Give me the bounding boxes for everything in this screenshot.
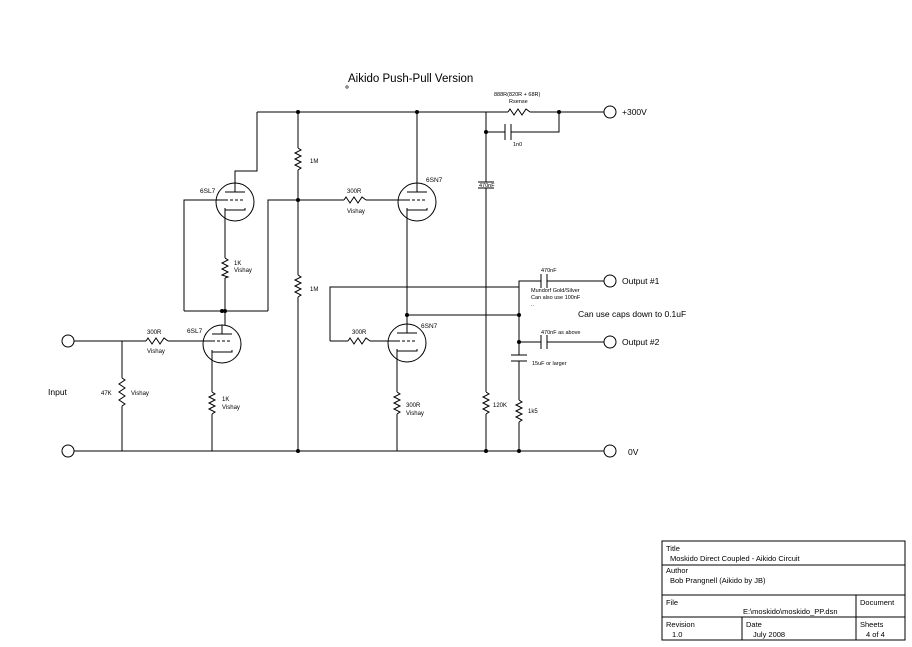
capacitor-output1-value: 470nF xyxy=(541,268,557,274)
resistor-input-shunt xyxy=(118,377,126,407)
resistor-cathode-lower-type: Vishay xyxy=(222,405,240,411)
resistor-cathode-upper-value: 1K xyxy=(234,261,241,267)
resistor-out xyxy=(514,399,524,423)
output-wiring xyxy=(517,280,604,453)
tb-file-value: E:\moskido\moskido_PP.dsn xyxy=(743,607,838,616)
capacitor-output1-note3: .. xyxy=(531,302,535,308)
schematic-title: Aikido Push-Pull Version xyxy=(348,73,473,85)
resistor-sense xyxy=(507,108,531,116)
resistor-grid-upper xyxy=(343,196,367,204)
supply-terminal[interactable] xyxy=(603,105,617,119)
ground-label: 0V xyxy=(628,447,639,457)
capacitor-output2-value: 470nF as above xyxy=(541,330,580,336)
caps-note: Can use caps down to 0.1uF xyxy=(578,309,686,319)
title-marker-icon xyxy=(345,85,349,89)
tb-title-value: Moskido Direct Coupled - Aikido Circuit xyxy=(670,554,801,563)
input-ground-terminal[interactable] xyxy=(61,444,75,458)
capacitor-bypass xyxy=(504,124,512,140)
divider-wiring xyxy=(296,110,300,453)
capacitor-supply xyxy=(478,181,494,189)
capacitor-push-pull-value: 15uF or larger xyxy=(532,361,567,367)
tb-document-label: Document xyxy=(860,598,895,607)
v2-cathode-wiring xyxy=(183,199,300,325)
resistor-input-shunt-type: Vishay xyxy=(131,391,149,397)
title-block xyxy=(661,540,906,641)
tube-v3-label: 6SN7 xyxy=(426,177,443,184)
tb-revision-label: Revision xyxy=(666,620,695,629)
tube-v2-label: 6SL7 xyxy=(200,188,216,195)
tb-date-value: July 2008 xyxy=(753,630,785,639)
ground-terminal[interactable] xyxy=(603,444,617,458)
tb-author-value: Bob Prangnell (Aikido by JB) xyxy=(670,576,766,585)
capacitor-output1 xyxy=(540,274,548,288)
supply-label: +300V xyxy=(622,107,647,117)
capacitor-output1-note2: Can also use 100nF xyxy=(531,295,581,301)
tube-v1 xyxy=(202,324,242,364)
resistor-cathode-out-type: Vishay xyxy=(406,411,424,417)
resistor-divider-top-value: 1M xyxy=(310,159,318,165)
tb-revision-value: 1.0 xyxy=(672,630,682,639)
resistor-grid-upper-value: 300R xyxy=(347,189,362,195)
tb-sheets-label: Sheets xyxy=(860,620,884,629)
resistor-divider-bottom-value: 1M xyxy=(310,287,318,293)
resistor-cathode-out xyxy=(392,391,402,415)
input-label: Input xyxy=(48,387,68,397)
resistor-cathode-upper-type: Vishay xyxy=(234,268,252,274)
resistor-grid-input-type: Vishay xyxy=(147,349,165,355)
resistor-grid-input-value: 300R xyxy=(147,330,162,336)
capacitor-output1-note1: Mundorf Gold/Silver xyxy=(531,288,580,294)
resistor-grid-lower xyxy=(347,337,371,345)
resistor-bleed xyxy=(481,391,491,415)
supply-rail xyxy=(257,111,604,140)
capacitor-push-pull xyxy=(511,354,527,362)
tb-file-label: File xyxy=(666,598,678,607)
input-wiring xyxy=(74,340,205,451)
resistor-input-shunt-value: 47K xyxy=(101,391,112,397)
supply-cap-wiring xyxy=(484,140,488,453)
resistor-cathode-out-value: 300R xyxy=(406,403,421,409)
output2-label: Output #2 xyxy=(622,337,660,347)
tb-date-label: Date xyxy=(746,620,762,629)
capacitor-bypass-value: 1n0 xyxy=(513,142,522,148)
resistor-cathode-upper xyxy=(220,257,230,279)
output1-terminal[interactable] xyxy=(603,274,617,288)
resistor-bleed-value: 120K xyxy=(493,403,507,409)
tb-author-label: Author xyxy=(666,566,689,575)
tube-v1-label: 6SL7 xyxy=(187,328,203,335)
capacitor-supply-value: 470nF xyxy=(479,183,495,189)
output1-label: Output #1 xyxy=(622,276,660,286)
v2-plate-wiring xyxy=(234,112,258,192)
resistor-cathode-lower-value: 1K xyxy=(222,397,229,403)
tube-v4-label: 6SN7 xyxy=(421,323,438,330)
rsense-wiring xyxy=(484,110,561,134)
output2-terminal[interactable] xyxy=(603,335,617,349)
resistor-grid-lower-value: 300R xyxy=(352,330,367,336)
v4-wiring xyxy=(329,286,519,451)
input-terminal[interactable] xyxy=(61,334,75,348)
tb-sheets-value: 4 of 4 xyxy=(866,630,885,639)
resistor-out-value: 1k5 xyxy=(528,409,538,415)
resistor-divider-bottom xyxy=(293,274,303,298)
resistor-sense-label: Rsense xyxy=(509,99,528,105)
resistor-grid-upper-type: Vishay xyxy=(347,209,365,215)
capacitor-output2 xyxy=(540,335,548,349)
v3-wiring xyxy=(405,110,419,325)
resistor-divider-top xyxy=(293,147,303,171)
resistor-grid-input xyxy=(145,337,169,345)
resistor-cathode-lower xyxy=(207,391,217,415)
resistor-sense-value: 888R(820R + 68R) xyxy=(494,92,540,98)
tb-title-label: Title xyxy=(666,544,680,553)
